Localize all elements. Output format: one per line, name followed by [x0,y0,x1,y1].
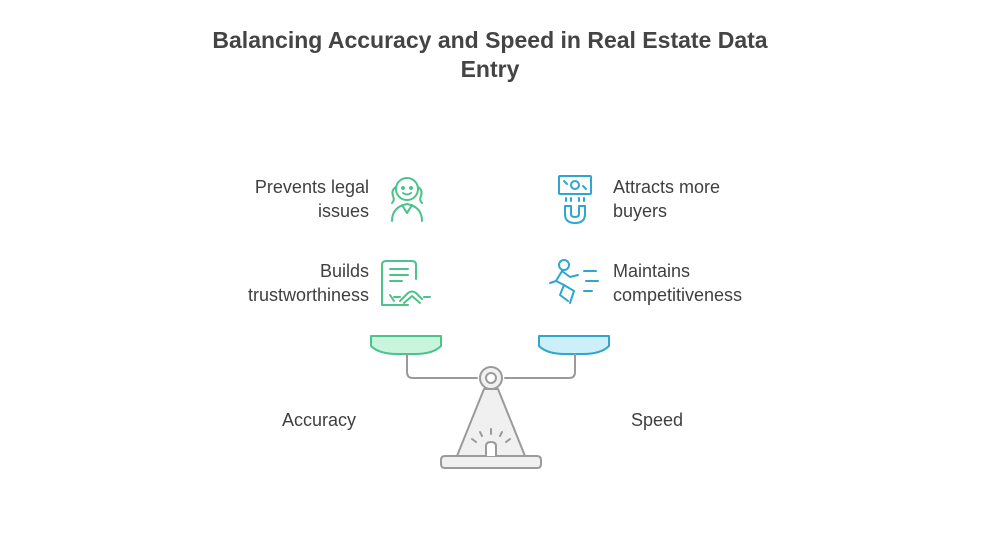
left-item-1-label: Prevents legal issues [180,175,369,223]
judge-icon [384,173,430,225]
diagram-title: Balancing Accuracy and Speed in Real Est… [212,27,768,82]
accuracy-label: Accuracy [282,410,357,430]
left-item-2-line1: Builds [319,261,369,281]
right-item-2-line1: Maintains [613,261,691,281]
balance-scale [365,330,617,475]
speed-label: Speed [631,410,684,430]
right-item-2-line2: competitiveness [613,285,743,305]
money-magnet-icon [556,174,594,226]
right-item-1-label: Attracts more buyers [613,175,813,223]
left-item-2-line2: trustworthiness [247,285,369,305]
right-item-1-line2: buyers [613,201,668,221]
left-item-1-line2: issues [317,201,369,221]
speed-pan [538,335,610,355]
accuracy-pan [370,335,442,355]
left-item-2-label: Builds trustworthiness [180,259,369,307]
contract-handshake-icon [380,257,432,309]
left-item-1-line1: Prevents legal [254,177,369,197]
running-person-icon [548,257,602,309]
right-item-2-label: Maintains competitiveness [613,259,833,307]
right-item-1-line1: Attracts more [613,177,721,197]
scale-beam [406,353,478,379]
